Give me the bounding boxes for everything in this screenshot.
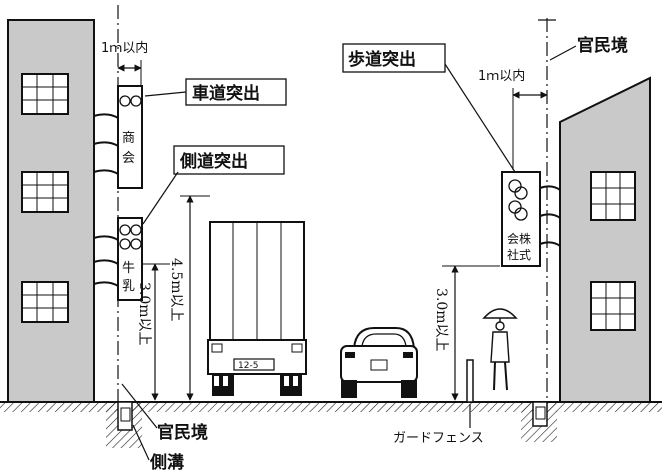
width-dimension-right: 1ｍ以内: [478, 68, 548, 170]
boundary-bottom-label: 官民境: [157, 422, 208, 443]
shop-sign: 商 会: [93, 85, 143, 189]
height-dimension-30-left: 3.0m以上: [136, 263, 170, 401]
guard-fence: [466, 359, 474, 403]
sidewalk-projection-label: 歩道突出: [348, 49, 416, 70]
boundary-top-label: 官民境: [577, 35, 628, 56]
company-sign-text-2: 社式: [507, 247, 531, 262]
height-label-45: 4.5m以上: [168, 258, 184, 322]
milk-sign-text-2: 乳: [122, 279, 135, 294]
sidewalk-projection-callout: 歩道突出: [342, 43, 516, 173]
side-projection-label: 側道突出: [179, 151, 248, 172]
side-ditch-label: 側溝: [149, 452, 184, 473]
right-window-2: [590, 281, 636, 331]
right-window-1: [590, 171, 636, 221]
ground: [0, 401, 662, 412]
width-label-right: 1ｍ以内: [478, 68, 525, 84]
roadway-projection-callout: 車道突出: [144, 78, 287, 106]
company-sign: 会株 社式: [501, 171, 561, 267]
guard-fence-label: ガードフェンス: [393, 431, 484, 446]
milk-sign: 牛 乳: [93, 217, 143, 301]
company-sign-text-1: 会株: [507, 231, 531, 246]
left-window-3: [21, 281, 69, 323]
truck: 12-5: [207, 221, 307, 396]
car: [340, 327, 418, 398]
side-ditch-right: [521, 401, 557, 442]
pedestrian: [482, 308, 518, 391]
boundary-top-callout: 官民境: [549, 35, 628, 61]
side-ditch-callout: 側溝: [132, 424, 184, 473]
shop-sign-text-1: 商: [122, 131, 135, 146]
left-building: [7, 19, 95, 403]
width-label-left: 1ｍ以内: [101, 40, 148, 56]
truck-plate: 12-5: [238, 361, 258, 371]
left-window-2: [21, 171, 69, 213]
side-projection-callout: 側道突出: [142, 145, 285, 225]
roadway-projection-label: 車道突出: [192, 83, 260, 104]
height-label-30-left: 3.0m以上: [136, 282, 152, 346]
width-dimension-left: 1ｍ以内: [101, 40, 148, 90]
left-window-1: [21, 73, 69, 115]
right-building: [559, 76, 651, 403]
milk-sign-text-1: 牛: [122, 261, 135, 276]
guard-fence-callout: ガードフェンス: [393, 404, 484, 446]
height-label-30-right: 3.0m以上: [433, 288, 449, 352]
shop-sign-text-2: 会: [122, 151, 135, 166]
side-ditch-left: [106, 401, 142, 448]
height-dimension-30-right: 3.0m以上: [433, 265, 500, 401]
boundary-bottom-callout: 官民境: [121, 383, 208, 443]
height-dimension-45: 4.5m以上: [168, 195, 210, 401]
